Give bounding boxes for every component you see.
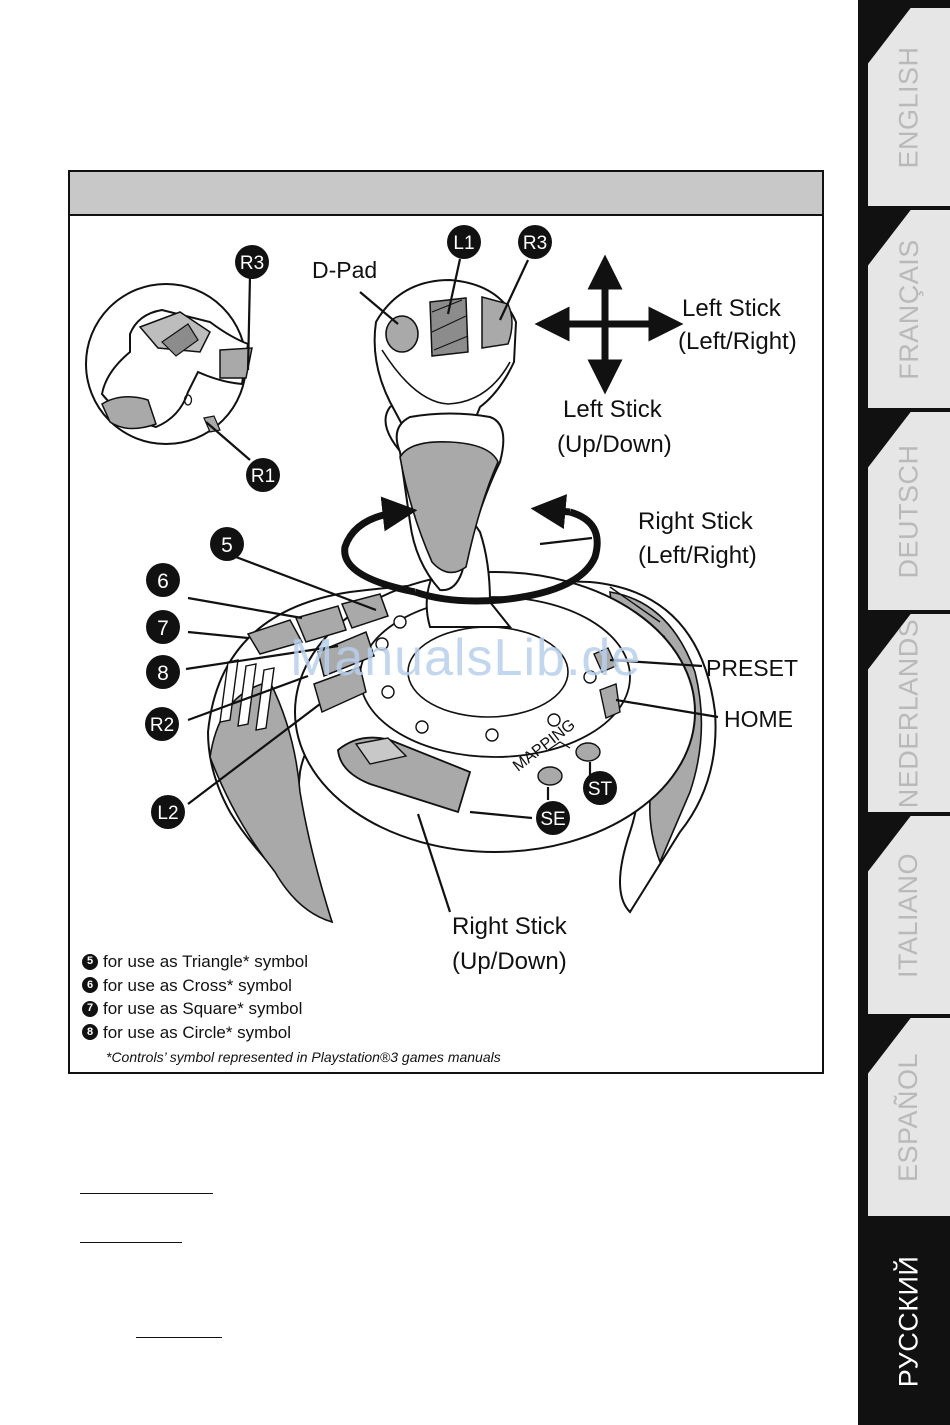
figure-header-bar xyxy=(70,172,822,216)
label-right-stick-ud-2: (Up/Down) xyxy=(452,948,567,975)
badge-7: 7 xyxy=(146,610,180,644)
label-left-stick-lr-2: (Left/Right) xyxy=(678,328,797,355)
legend-number: 7 xyxy=(82,1000,98,1017)
tab-deutsch-label: DEUTSCH xyxy=(893,443,924,579)
tab-english-label: ENGLISH xyxy=(893,45,924,169)
blank-underline xyxy=(80,1242,182,1243)
tab-italiano-label: ITALIANO xyxy=(893,852,924,978)
badge-r3-top-text: R3 xyxy=(523,233,547,254)
badge-l2-text: L2 xyxy=(157,803,178,824)
legend-text: for use as Cross* symbol xyxy=(103,975,292,995)
leader-lines xyxy=(185,258,719,913)
legend-number: 8 xyxy=(82,1024,98,1041)
legend-number: 5 xyxy=(82,953,98,970)
joystick-figure: R3 R1 L1 R3 5 6 7 8 xyxy=(68,170,824,1074)
badge-se: SE xyxy=(536,801,570,835)
joystick-stick xyxy=(373,278,518,628)
label-right-stick-ud-1: Right Stick xyxy=(452,913,568,940)
badge-r2-text: R2 xyxy=(150,715,174,736)
four-way-arrow xyxy=(534,254,684,395)
tab-nederlands-label: NEDERLANDS xyxy=(893,618,924,808)
legend-item: 8 for use as Circle* symbol xyxy=(82,1021,501,1045)
blank-underline xyxy=(136,1337,222,1338)
badge-r3-top: R3 xyxy=(518,225,552,259)
tab-espanol-label: ESPAÑOL xyxy=(893,1052,924,1182)
badge-8: 8 xyxy=(146,655,180,689)
label-right-stick-lr-2: (Left/Right) xyxy=(638,542,757,569)
twist-rotation-arrow xyxy=(341,494,601,605)
legend-text: for use as Triangle* symbol xyxy=(103,952,309,971)
badge-5: 5 xyxy=(210,527,244,561)
label-dpad: D-Pad xyxy=(312,257,377,283)
legend-item: 5 for use as Triangle* symbol xyxy=(82,950,501,974)
blank-underline xyxy=(80,1193,213,1194)
badge-se-text: SE xyxy=(540,809,565,830)
legend-item: 6 for use as Cross* symbol xyxy=(82,974,501,998)
joystick-diagram: R3 R1 L1 R3 5 6 7 8 xyxy=(85,225,798,975)
badge-6-text: 6 xyxy=(157,570,169,593)
badge-7-text: 7 xyxy=(157,617,169,640)
badge-l1: L1 xyxy=(447,225,481,259)
tab-russian-label: РУССКИЙ xyxy=(893,1255,924,1387)
badge-l1-text: L1 xyxy=(453,233,474,254)
badge-6: 6 xyxy=(146,563,180,597)
legend-text: for use as Square* symbol xyxy=(103,999,303,1018)
label-home: HOME xyxy=(724,706,793,732)
legend-footnote: *Controls’ symbol represented in Playsta… xyxy=(106,1049,501,1065)
badge-st-text: ST xyxy=(588,779,613,800)
label-left-stick-lr-1: Left Stick xyxy=(682,295,782,322)
legend-item: 7 for use as Square* symbol xyxy=(82,997,501,1021)
label-preset: PRESET xyxy=(706,655,798,681)
badge-r1: R1 xyxy=(246,458,280,492)
badge-8-text: 8 xyxy=(157,662,169,685)
tab-francais-label: FRANÇAIS xyxy=(893,238,924,380)
label-left-stick-ud-1: Left Stick xyxy=(563,396,663,423)
badge-r2: R2 xyxy=(145,707,179,741)
button-legend: 5 for use as Triangle* symbol 6 for use … xyxy=(82,950,501,1070)
badge-r3-inset-text: R3 xyxy=(240,253,264,274)
watermark-text: ManualsLib.de xyxy=(290,629,642,687)
label-left-stick-ud-2: (Up/Down) xyxy=(557,431,672,458)
badge-5-text: 5 xyxy=(221,534,233,557)
side-view-inset xyxy=(85,283,253,445)
label-right-stick-lr-1: Right Stick xyxy=(638,508,754,535)
legend-text: for use as Circle* symbol xyxy=(103,1022,292,1042)
badge-st: ST xyxy=(583,771,617,805)
legend-number: 6 xyxy=(82,977,98,994)
badge-r1-text: R1 xyxy=(251,466,275,487)
badge-l2: L2 xyxy=(151,795,185,829)
badge-r3-inset: R3 xyxy=(235,245,269,279)
